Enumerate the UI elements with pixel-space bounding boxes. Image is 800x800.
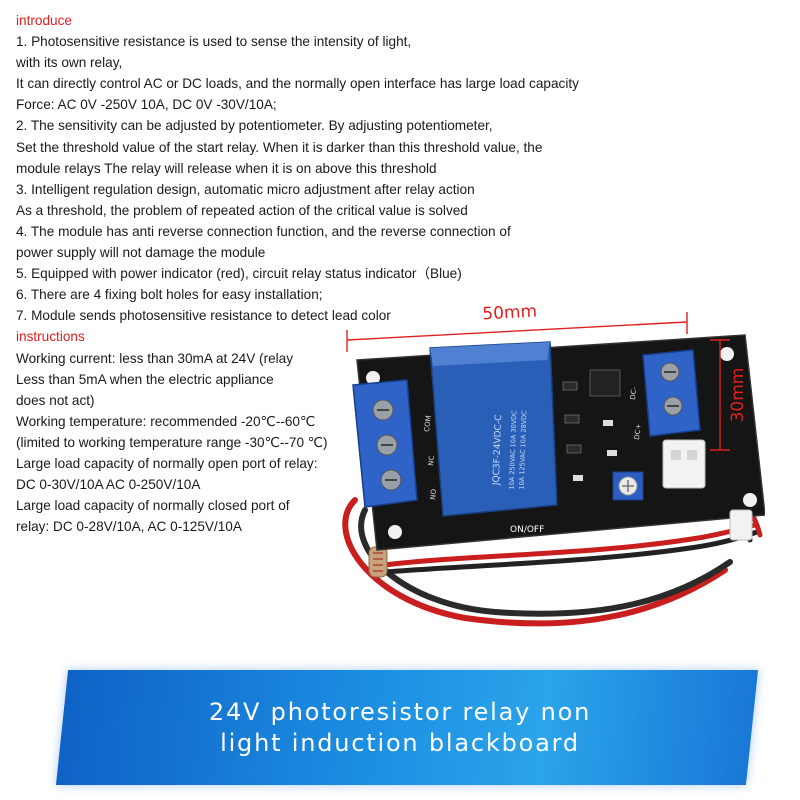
introduce-line: 6. There are 4 fixing bolt holes for eas…: [16, 287, 323, 303]
wire-connector: [729, 509, 753, 541]
instructions-line: Working temperature: recommended -20℃--6…: [16, 413, 316, 429]
smd-components: [562, 369, 621, 481]
instructions-line: relay: DC 0-28V/10A, AC 0-125V/10A: [16, 519, 242, 535]
introduce-line: with its own relay,: [16, 55, 123, 71]
instructions-line: DC 0-30V/10A AC 0-250V/10A: [16, 477, 201, 493]
relay-rating-text: 10A 125VAC 10A 28VDC: [518, 410, 529, 490]
instructions-line: Less than 5mA when the electric applianc…: [16, 371, 274, 387]
height-dimension-label: 30mm: [728, 368, 748, 423]
terminal-label-no: NO: [429, 488, 438, 500]
introduce-line: Set the threshold value of the start rel…: [16, 139, 543, 155]
width-dimension-label: 50mm: [482, 302, 538, 325]
instructions-heading: instructions: [16, 329, 85, 345]
banner-line-2: light induction blackboard: [220, 729, 580, 757]
introduce-line: 5. Equipped with power indicator (red), …: [16, 266, 462, 282]
photoresistor: [368, 546, 388, 578]
introduce-line: Force: AC 0V -250V 10A, DC 0V -30V/10A;: [16, 97, 277, 113]
instructions-line: Working current: less than 30mA at 24V (…: [16, 350, 294, 366]
relay-model-text: JQC3F-24VDC-C: [492, 415, 504, 487]
introduce-line: 4. The module has anti reverse connectio…: [16, 223, 511, 239]
introduce-line: As a threshold, the problem of repeated …: [16, 202, 468, 218]
dc-plus-label: DC+: [633, 423, 643, 440]
banner-title: 24V photoresistor relay non light induct…: [0, 697, 800, 759]
relay: JQC3F-24VDC-C 10A 250VAC 10A 30VDC 10A 1…: [429, 341, 558, 517]
introduce-line: 3. Intelligent regulation design, automa…: [16, 181, 475, 197]
introduce-line: 1. Photosensitive resistance is used to …: [16, 34, 412, 50]
relay-rating-text: 10A 250VAC 10A 30VDC: [508, 410, 519, 490]
instructions-line: Large load capacity of normally closed p…: [16, 498, 290, 514]
white-connector: [662, 439, 706, 489]
introduce-line: 7. Module sends photosensitive resistanc…: [16, 308, 391, 324]
banner-line-1: 24V photoresistor relay non: [208, 698, 592, 726]
introduce-line: module relays The relay will release whe…: [16, 160, 437, 176]
relay-module-photo: JQC3F-24VDC-C 10A 250VAC 10A 30VDC 10A 1…: [342, 302, 765, 627]
introduce-line: power supply will not damage the module: [16, 245, 266, 261]
on-off-label: ON/OFF: [510, 525, 544, 535]
instructions-line: does not act): [16, 392, 95, 408]
introduce-line: It can directly control AC or DC loads, …: [16, 76, 579, 92]
dc-minus-label: DC-: [629, 386, 638, 400]
dimension-lines: [346, 312, 730, 451]
instructions-line: (limited to working temperature range -3…: [16, 434, 328, 450]
terminal-label-com: COM: [423, 415, 433, 432]
terminal-label-nc: NC: [427, 455, 436, 466]
screw-terminal-left: [352, 379, 418, 508]
introduce-line: 2. The sensitivity can be adjusted by po…: [16, 118, 493, 134]
instructions-line: Large load capacity of normally open por…: [16, 455, 318, 471]
description-text: introduce 1. Photosensitive resistance i…: [16, 10, 636, 537]
screw-terminal-right: [642, 349, 701, 437]
introduce-heading: introduce: [16, 13, 72, 28]
potentiometer: [612, 471, 644, 501]
